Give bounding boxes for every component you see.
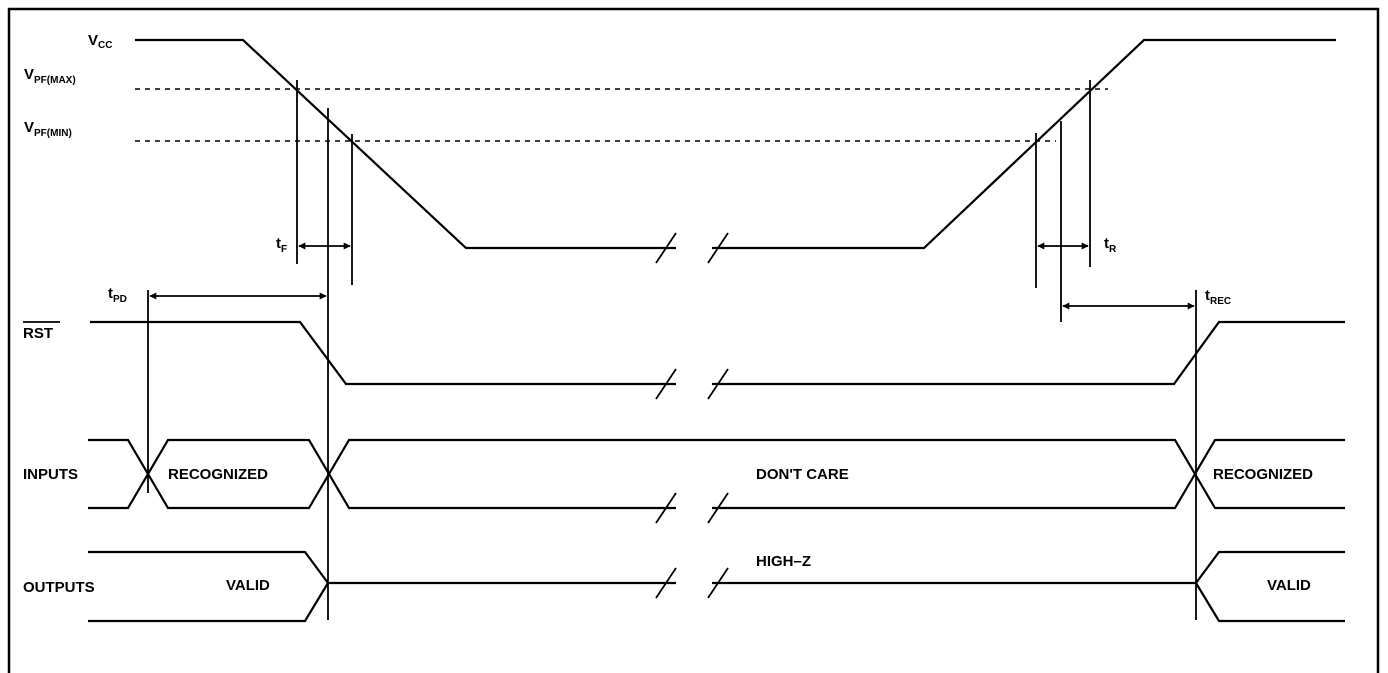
outputs-label: OUTPUTS — [23, 579, 95, 596]
vcc-break-mark — [655, 232, 677, 264]
tpd-label: tPD — [108, 285, 127, 305]
outputs-break-mark — [707, 567, 729, 599]
inputs-label: INPUTS — [23, 466, 78, 483]
valid-right-label: VALID — [1267, 577, 1311, 594]
inputs-break-mark — [707, 492, 729, 524]
high-z-label: HIGH–Z — [756, 553, 811, 570]
vcc-break-mark — [707, 232, 729, 264]
valid-left-label: VALID — [226, 577, 270, 594]
outputs-valid-left-bottom — [88, 582, 329, 623]
rst-label: RST — [23, 325, 53, 342]
outputs-break-mark — [655, 567, 677, 599]
rst-waveform — [90, 320, 676, 386]
vcc-waveform — [135, 38, 676, 250]
inputs-bus-bottom-right — [712, 438, 1345, 510]
diagram-frame — [7, 7, 1380, 673]
recognized-left-label: RECOGNIZED — [168, 466, 268, 483]
rst-break-mark — [707, 368, 729, 400]
trec-label: tREC — [1205, 287, 1231, 307]
recognized-right-label: RECOGNIZED — [1213, 466, 1313, 483]
rst-break-mark — [655, 368, 677, 400]
outputs-valid-right-bottom — [1195, 582, 1345, 623]
outputs-valid-left-top — [88, 550, 329, 584]
vpf-min-label: VPF(MIN) — [24, 119, 72, 139]
rst-waveform-recovery — [712, 320, 1345, 386]
inputs-bus-top — [88, 438, 1345, 510]
tr-label: tR — [1104, 235, 1117, 255]
vcc-waveform-recovery — [712, 38, 1336, 250]
vpf-max-label: VPF(MAX) — [24, 66, 76, 86]
dont-care-label: DON'T CARE — [756, 466, 849, 483]
vcc-label: VCC — [88, 32, 112, 51]
inputs-bus-bottom — [88, 438, 676, 510]
outputs-valid-right-top — [1195, 550, 1345, 584]
inputs-break-mark — [655, 492, 677, 524]
tf-label: tF — [276, 235, 287, 255]
